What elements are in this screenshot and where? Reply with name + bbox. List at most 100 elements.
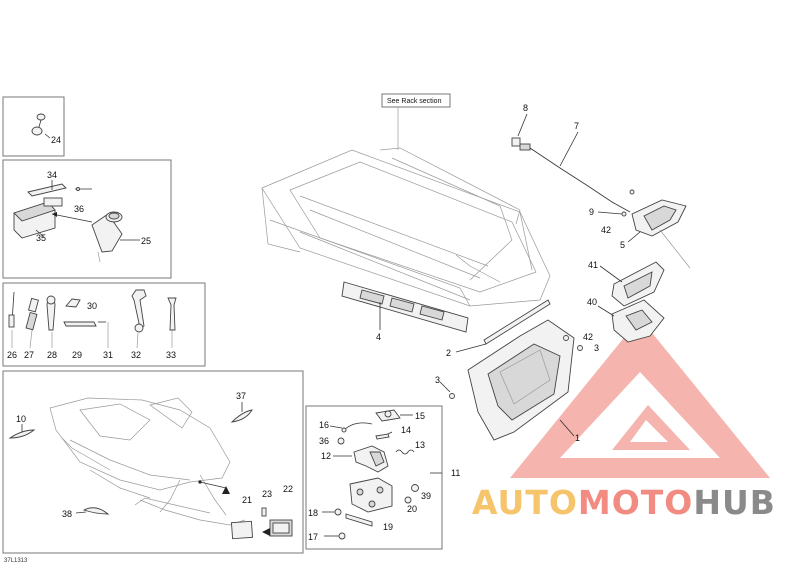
- bar-2-icon: [483, 299, 551, 345]
- decal-10-icon: [8, 429, 36, 439]
- callout-32: 32: [131, 350, 141, 360]
- bolt-18-icon: [322, 508, 342, 516]
- callout-26: 26: [7, 350, 17, 360]
- callout-14: 14: [401, 425, 411, 435]
- callout-8: 8: [523, 103, 528, 113]
- cable-7: [529, 147, 631, 213]
- kit-box-24: [2, 96, 65, 157]
- clip-30-icon: [65, 298, 81, 308]
- bracket-15-icon: [375, 409, 401, 422]
- callout-41: 41: [588, 260, 598, 270]
- decal-38-icon: [82, 507, 110, 515]
- callout-3-right: 3: [594, 343, 599, 353]
- watermark-hub: HUB: [693, 483, 776, 522]
- watermark-text: AUTOMOTOHUB: [472, 483, 776, 522]
- callout-13: 13: [415, 440, 425, 450]
- washer-39-icon: [411, 484, 419, 492]
- side-rail-4-icon: [341, 281, 469, 333]
- screw-9-icon: [621, 189, 635, 217]
- callout-16: 16: [319, 420, 329, 430]
- callout-25: 25: [141, 236, 151, 246]
- see-rack-note: See Rack section: [387, 98, 442, 105]
- callout-37: 37: [236, 391, 246, 401]
- callout-27: 27: [24, 350, 34, 360]
- nut-36-icon: [337, 437, 345, 445]
- socket-27-icon: [25, 297, 39, 331]
- latch-12-icon: [353, 445, 389, 473]
- callout-38: 38: [62, 509, 72, 519]
- bolt-17-icon: [324, 532, 346, 540]
- svg-text:AUTOMOTOHUB: AUTOMOTOHUB: [472, 483, 776, 522]
- screwdriver-26-icon: [8, 291, 15, 328]
- housing-41-icon: [611, 261, 665, 307]
- hardware-box: [305, 405, 443, 550]
- strap-29-icon: [63, 321, 97, 327]
- plate-19-icon: [345, 513, 373, 527]
- callout-29: 29: [72, 350, 82, 360]
- bottle-25-icon: [91, 211, 123, 253]
- taillight-5-icon: [631, 199, 687, 237]
- callout-22: 22: [283, 484, 293, 494]
- callout-17: 17: [308, 532, 318, 542]
- callout-5: 5: [620, 240, 625, 250]
- callout-21: 21: [242, 495, 252, 505]
- rack-tunnel-icon: [261, 147, 551, 307]
- callout-28: 28: [47, 350, 57, 360]
- hinge-plate-icon: [349, 477, 393, 513]
- callout-3-left: 3: [435, 375, 440, 385]
- kit-box-34-36: [2, 159, 172, 279]
- watermark-auto: AUTO: [472, 483, 578, 522]
- callout-10: 10: [16, 414, 26, 424]
- plate-21-icon: [230, 520, 254, 540]
- storage-bag-1-icon: [467, 319, 575, 441]
- wrench-32-icon: [131, 289, 147, 333]
- tool-bag-icon: [13, 197, 63, 239]
- callout-23: 23: [262, 489, 272, 499]
- callout-11: 11: [451, 468, 460, 478]
- callout-40: 40: [587, 297, 597, 307]
- callout-36-top: 36: [74, 204, 84, 214]
- kit-box-tools: [2, 282, 206, 367]
- connector-8-icon: [511, 137, 531, 151]
- callout-9: 9: [589, 207, 594, 217]
- bracket-40-icon: [611, 299, 665, 343]
- callout-24: 24: [51, 135, 61, 145]
- callout-19: 19: [383, 522, 393, 532]
- screw-42-icon: [563, 335, 569, 341]
- reflector-22-icon: [269, 519, 293, 537]
- note-box: [381, 93, 451, 108]
- callout-31: 31: [103, 350, 113, 360]
- watermark-logo-icon: [510, 318, 770, 478]
- decal-37-icon: [230, 409, 253, 423]
- callout-7: 7: [574, 121, 579, 131]
- snowmobile-icon: [49, 397, 246, 526]
- part-24-icon: [31, 113, 51, 139]
- callout-42-top: 42: [601, 225, 611, 235]
- screw-3-left-icon: [449, 393, 455, 399]
- callout-34: 34: [47, 170, 57, 180]
- callout-2: 2: [446, 348, 451, 358]
- callout-1: 1: [575, 433, 580, 443]
- callout-12: 12: [321, 451, 331, 461]
- spring-13-icon: [395, 449, 415, 455]
- wrench-28-icon: [46, 295, 56, 331]
- callout-33: 33: [166, 350, 176, 360]
- screw-23-icon: [261, 507, 267, 517]
- vehicle-box: [2, 370, 304, 554]
- callout-39: 39: [421, 491, 431, 501]
- screw-3-right-icon: [577, 345, 583, 351]
- callout-18: 18: [308, 508, 318, 518]
- callout-4: 4: [376, 332, 381, 342]
- callout-36-bottom: 36: [319, 436, 329, 446]
- callout-15: 15: [415, 411, 425, 421]
- pin-14-icon: [375, 433, 390, 440]
- strap-icon: [27, 183, 67, 197]
- watermark-moto: MOTO: [578, 483, 693, 522]
- callout-35: 35: [36, 233, 46, 243]
- callout-42-bottom: 42: [583, 332, 593, 342]
- wrench-33-icon: [167, 297, 177, 331]
- callout-20: 20: [407, 504, 417, 514]
- callout-30: 30: [87, 301, 97, 311]
- drawing-ref: 37L1313: [4, 558, 28, 564]
